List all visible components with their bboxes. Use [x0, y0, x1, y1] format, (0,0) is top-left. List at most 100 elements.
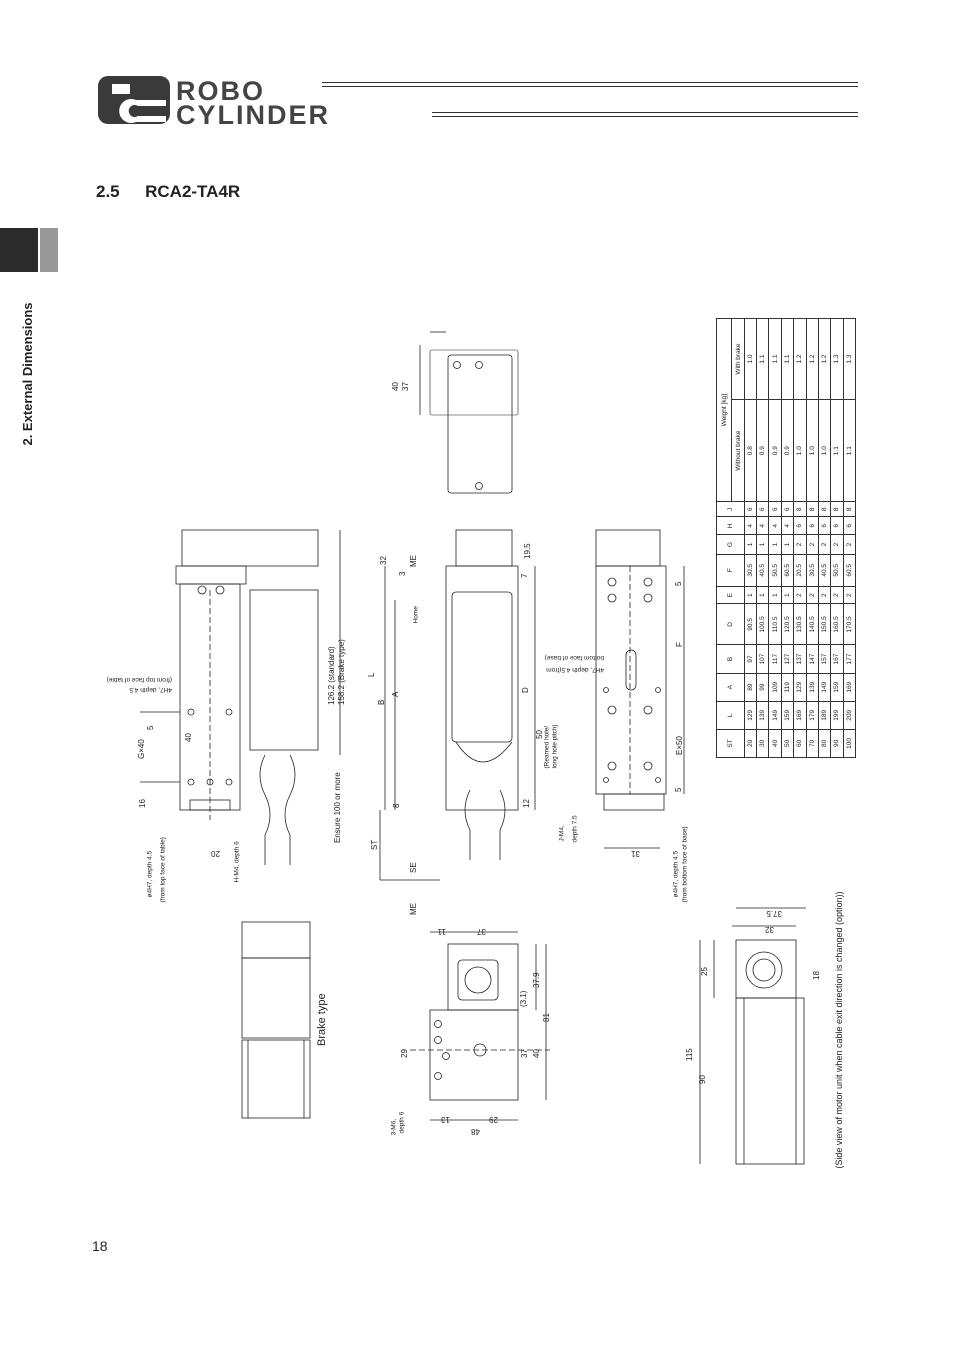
table-cell: 1.2 [793, 318, 806, 400]
table-cell: 2 [806, 586, 819, 604]
table-cell: 8 [793, 501, 806, 517]
table-cell: 4 [744, 516, 757, 535]
table-cell: 4 [781, 516, 794, 535]
table-header-h: H [716, 516, 745, 535]
bottom-right-view [699, 907, 806, 1165]
table-cell: 2 [843, 534, 856, 555]
label-se: SE [409, 862, 418, 873]
dim-25: 25 [700, 967, 709, 976]
dim-20: 20 [211, 849, 220, 858]
label-ensure: Ensure 100 or more [333, 772, 342, 843]
label-jm4: J-M4, [558, 825, 566, 842]
label-e50: E×50 [675, 736, 684, 755]
table-cell: 1.3 [843, 318, 856, 400]
table-cell: 50 [781, 729, 794, 758]
table-cell: 50.5 [768, 554, 782, 587]
table-cell: 4 [756, 516, 769, 535]
label-g40: G×40 [137, 739, 146, 759]
label-brake-len: 158.2 (Brake type) [337, 639, 346, 705]
table-cell: 1 [744, 534, 757, 555]
table-cell: 1 [781, 534, 794, 555]
label-hole-4h7-b-note: bottom face of base) [544, 654, 604, 661]
table-cell: 2 [793, 586, 806, 604]
logo-line2: CYLINDER [176, 100, 331, 130]
center-view [379, 529, 536, 881]
table-cell: 159 [830, 673, 844, 702]
table-cell: 8 [818, 501, 831, 517]
table-cell: 40 [768, 729, 782, 758]
table-cell: 2 [843, 586, 856, 604]
dim-32-right: 32 [765, 925, 774, 934]
table-header-d: D [716, 603, 745, 645]
dim-29-left: 29 [400, 1049, 409, 1058]
dim-16: 16 [138, 799, 147, 808]
table-cell: 8 [830, 501, 844, 517]
label-pin-top: ø4H7, depth 4.5 [146, 850, 154, 898]
table-header-j: J [716, 501, 745, 517]
label-hole-4h7: 4H7, depth 4.5 [129, 686, 172, 693]
table-cell: 6 [781, 501, 794, 517]
label-jm4-depth: depth 7.5 [571, 815, 579, 843]
dim-B: B [377, 699, 386, 705]
table-cell: 89 [744, 673, 757, 702]
table-cell: 0.9 [756, 399, 769, 502]
table-header-a: A [716, 673, 745, 702]
left-side-view [140, 529, 341, 865]
table-cell: 8 [843, 501, 856, 517]
table-cell: 150.5 [818, 603, 831, 645]
table-cell: 1 [756, 534, 769, 555]
table-cell: 30.5 [806, 554, 819, 587]
header-rule-bottom [432, 112, 858, 117]
table-cell: 110.5 [768, 603, 782, 645]
table-cell: 129 [793, 673, 806, 702]
label-me-bottom: ME [409, 903, 418, 915]
dim-L: L [367, 672, 376, 677]
dim-32: 32 [379, 556, 388, 565]
dim-3-1: (3.1) [519, 990, 528, 1007]
dim-37-9: 37.9 [532, 972, 541, 988]
table-cell: 0.9 [768, 399, 782, 502]
table-cell: 80 [818, 729, 831, 758]
table-cell: 1.2 [806, 318, 819, 400]
dim-37-bottom: 37 [477, 927, 486, 936]
table-cell: 160.5 [830, 603, 844, 645]
table-cell: 129 [744, 701, 757, 730]
label-brake-type: Brake type [316, 993, 328, 1046]
table-cell: 1.0 [818, 399, 831, 502]
header-rule-top [322, 82, 858, 87]
table-cell: 1.1 [830, 399, 844, 502]
logo: ROBO CYLINDER [96, 74, 436, 130]
dim-7: 7 [520, 573, 529, 578]
dim-D: D [521, 687, 530, 693]
table-cell: 147 [806, 644, 819, 674]
table-cell: 1.1 [781, 318, 794, 400]
table-cell: 50.5 [830, 554, 844, 587]
right-bottom-view [595, 529, 685, 849]
table-cell: 149 [818, 673, 831, 702]
dim-5-right-top: 5 [674, 581, 683, 586]
table-cell: 6 [830, 516, 844, 535]
table-header-l: L [716, 701, 745, 730]
table-header-b: B [716, 644, 745, 674]
table-cell: 169 [843, 673, 856, 702]
dim-29-bottom: 29 [489, 1115, 498, 1124]
table-cell: 70 [806, 729, 819, 758]
table-cell: 159 [781, 701, 794, 730]
table-cell: 2 [806, 534, 819, 555]
side-tab-block [0, 228, 38, 272]
dim-115: 115 [685, 1048, 694, 1061]
table-cell: 170.5 [843, 603, 856, 645]
label-side-view-note: (Side view of motor unit when cable exit… [834, 891, 844, 1169]
table-cell: 1 [781, 586, 794, 604]
table-cell: 0.8 [744, 399, 757, 502]
logo-line1: ROBO [176, 76, 265, 106]
table-cell: 6 [818, 516, 831, 535]
dim-31: 31 [631, 849, 640, 858]
dim-90: 90 [698, 1075, 707, 1084]
dim-18: 18 [812, 971, 821, 980]
table-cell: 0.9 [781, 399, 794, 502]
